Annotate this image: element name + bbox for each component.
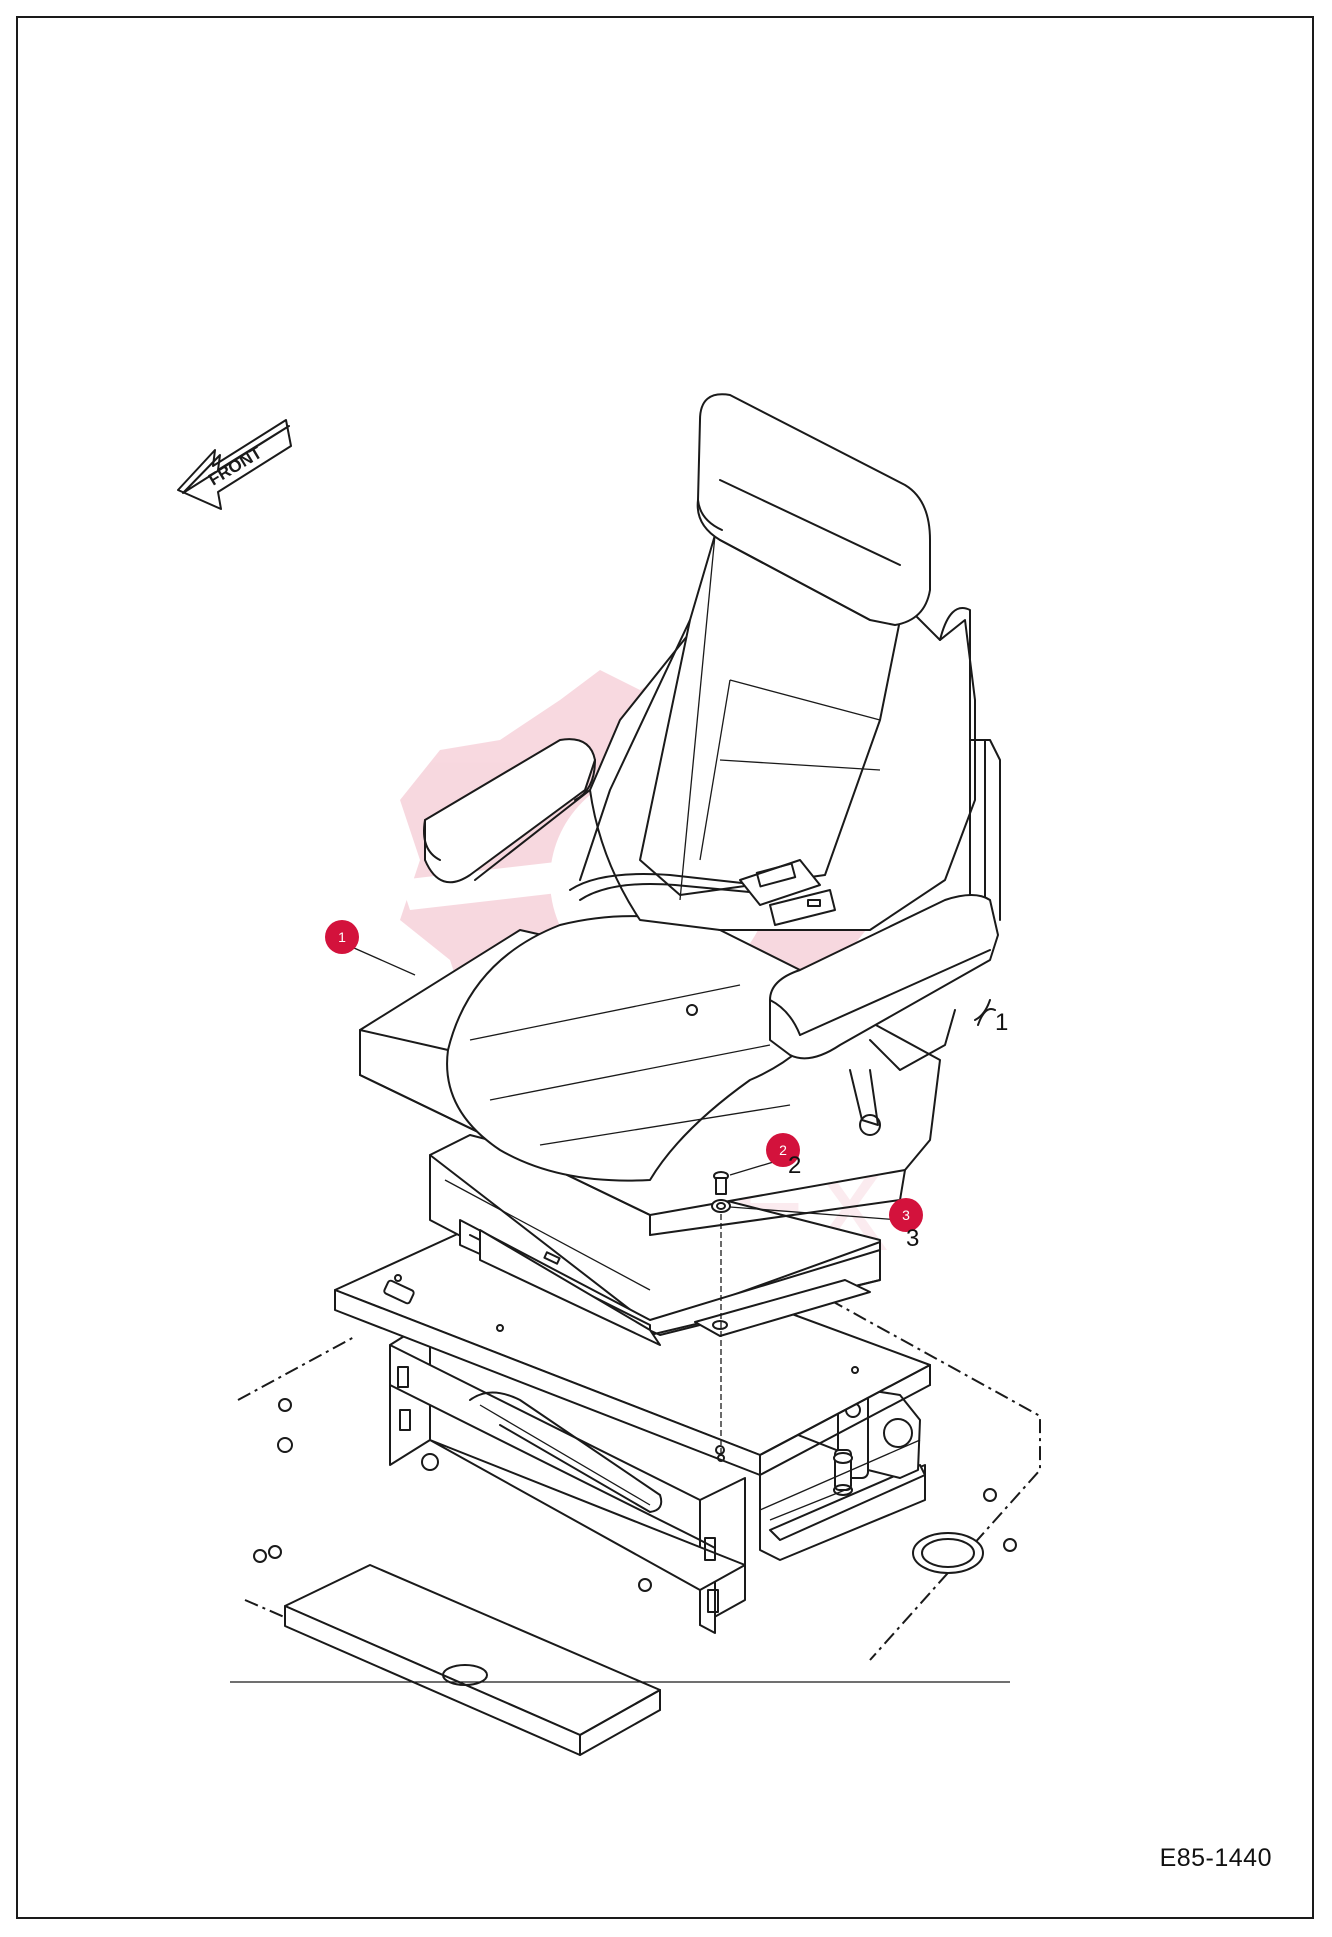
callout-label-2: 2 — [788, 1152, 801, 1179]
seat-bracket — [389, 1319, 926, 1634]
headrest — [696, 393, 931, 626]
right-armrest — [769, 894, 999, 1071]
suspension-base — [429, 1134, 881, 1346]
front-arrow-icon: FRONT — [177, 419, 292, 510]
callout-badge-2: 2 — [779, 1142, 787, 1158]
callout-badge-3: 3 — [902, 1207, 910, 1223]
callout-3[interactable]: 3 3 — [889, 1198, 923, 1252]
drawing-code: E85-1440 — [1159, 1844, 1272, 1872]
callout-2[interactable]: 2 2 — [766, 1133, 801, 1179]
bolt-and-washer — [711, 1171, 731, 1462]
callout-1[interactable]: 1 1 — [325, 920, 1008, 1036]
seat-backrest — [579, 524, 1001, 931]
callout-label-1: 1 — [995, 1009, 1008, 1036]
cab-floor — [237, 1299, 1041, 1756]
seat-belt — [569, 859, 881, 1136]
left-armrest — [423, 738, 596, 884]
callout-badge-1: 1 — [338, 929, 346, 945]
drawing-frame — [16, 16, 1314, 1919]
callout-label-3: 3 — [906, 1225, 919, 1252]
